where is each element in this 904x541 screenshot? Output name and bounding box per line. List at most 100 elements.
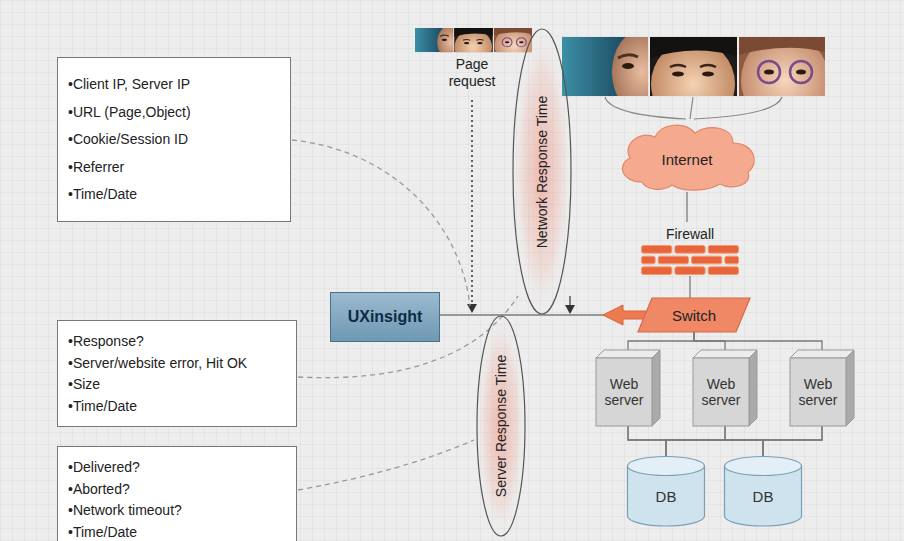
connector xyxy=(690,276,691,298)
web-server: Web server xyxy=(596,350,660,426)
database: DB xyxy=(724,456,802,526)
connector xyxy=(628,426,763,456)
timing-ellipse: Network Response Time xyxy=(512,28,572,315)
internet-cloud: Internet xyxy=(612,120,762,192)
database: DB xyxy=(627,456,705,526)
bullet-item: •Server/website error, Hit OK xyxy=(68,354,286,372)
timing-ellipse: Server Response Time xyxy=(476,315,526,537)
connector-line xyxy=(628,426,763,456)
connector-line xyxy=(666,426,822,456)
bullet-item: •Time/Date xyxy=(68,185,280,203)
connector xyxy=(694,332,822,350)
web-server: Web server xyxy=(790,350,854,426)
brick xyxy=(642,246,672,254)
brick xyxy=(675,246,705,254)
connector xyxy=(763,426,822,456)
connector-line xyxy=(725,426,763,456)
connector xyxy=(687,192,688,222)
bullet-item: •URL (Page,Object) xyxy=(68,103,280,121)
product-box: UXinsight xyxy=(330,292,440,342)
eye xyxy=(672,72,684,77)
response-arrow-head xyxy=(565,305,575,314)
cylinder-top xyxy=(628,457,705,476)
connector-line xyxy=(666,426,725,456)
connector xyxy=(666,426,725,456)
eye xyxy=(764,70,774,75)
brick xyxy=(708,267,738,275)
bullet-item: •Response? xyxy=(68,332,286,350)
bullet-item: •Cookie/Session ID xyxy=(68,130,280,148)
brick xyxy=(692,256,722,264)
connector xyxy=(628,426,666,456)
node-label: Firewall xyxy=(666,226,714,242)
bullet-item: •Client IP, Server IP xyxy=(68,75,280,93)
info-box: •Client IP, Server IP •URL (Page,Object) •… xyxy=(57,57,291,222)
response-arrow xyxy=(569,296,570,306)
node-label: Web server xyxy=(694,376,748,408)
node-label: Internet xyxy=(662,151,713,168)
node-label: DB xyxy=(656,488,677,505)
node-label: Web server xyxy=(791,376,845,408)
web-server: Web server xyxy=(693,350,757,426)
hair xyxy=(650,37,737,58)
product-name: UXinsight xyxy=(348,308,423,326)
connector-line xyxy=(689,276,690,298)
node-label: DB xyxy=(753,488,774,505)
brick xyxy=(725,256,739,264)
connector xyxy=(628,332,694,350)
timing-label: Network Response Time xyxy=(534,95,550,248)
page-request-label: Page request xyxy=(436,56,508,90)
eyebrow xyxy=(618,55,638,58)
face-photo xyxy=(739,37,825,96)
eyebrow xyxy=(670,65,716,67)
server-top xyxy=(693,350,757,358)
hair xyxy=(739,37,825,55)
eye xyxy=(702,72,714,77)
bullet-item: •Delivered? xyxy=(68,458,286,476)
connector-line xyxy=(686,192,687,222)
server-front xyxy=(790,358,846,426)
brick xyxy=(675,267,705,275)
node-label: Switch xyxy=(672,307,716,324)
info-box: •Response? •Server/website error, Hit OK •… xyxy=(57,320,297,427)
connector xyxy=(666,426,822,456)
server-side xyxy=(652,350,660,426)
firewall: Firewall xyxy=(640,222,740,276)
brick xyxy=(642,256,656,264)
cylinder-top xyxy=(725,457,802,476)
connector-line xyxy=(763,426,822,456)
face xyxy=(612,37,648,96)
user-lines xyxy=(605,97,782,119)
bullet-item: •Time/Date xyxy=(68,397,286,415)
request-arrow-head xyxy=(467,304,477,313)
server-top xyxy=(596,350,660,358)
glasses xyxy=(758,61,780,83)
face-photo xyxy=(650,37,737,96)
server-side xyxy=(846,350,854,426)
server-side xyxy=(749,350,757,426)
server-front xyxy=(596,358,652,426)
brick xyxy=(708,246,738,254)
leader-line xyxy=(292,140,470,306)
connector xyxy=(725,426,763,456)
ellipse-outline xyxy=(477,316,525,536)
bullet-item: •Network timeout? xyxy=(68,501,286,519)
connector-line xyxy=(628,332,694,350)
timing-label: Server Response Time xyxy=(493,355,509,497)
face-photos xyxy=(562,30,829,128)
info-box: •Delivered?•Aborted?•Network timeout?•Ti… xyxy=(57,446,297,541)
bullet-item: •Time/Date xyxy=(68,523,286,541)
glasses xyxy=(790,61,812,83)
server-front xyxy=(693,358,749,426)
bullet-item: •Referrer xyxy=(68,158,280,176)
leader-line xyxy=(298,440,474,490)
cloud-outline xyxy=(622,125,754,190)
brick xyxy=(642,267,672,275)
ellipse-outline xyxy=(513,29,571,314)
node-label: Web server xyxy=(597,376,651,408)
request-arrow xyxy=(471,100,473,305)
network-switch: Switch xyxy=(638,298,750,332)
server-top xyxy=(790,350,854,358)
brick xyxy=(658,256,688,264)
